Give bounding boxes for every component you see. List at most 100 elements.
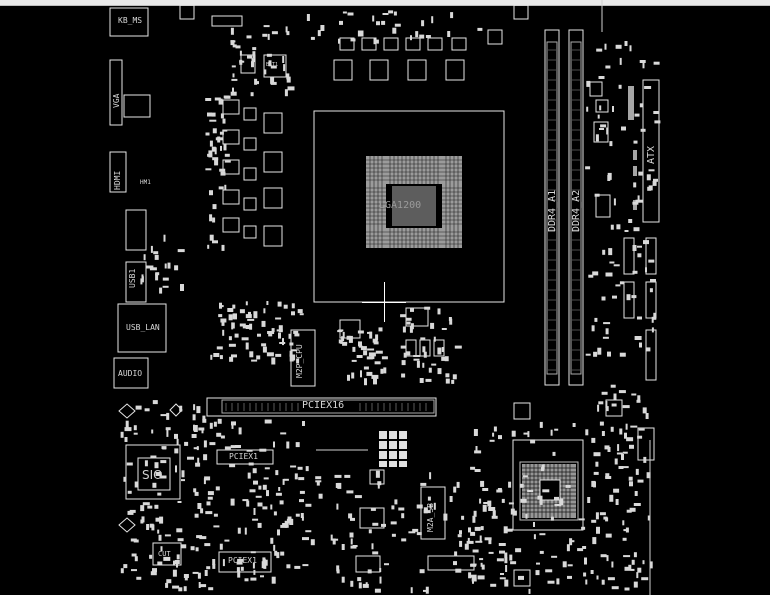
smd-pad [479,498,482,504]
smd-pad [259,448,267,452]
smd-pad [358,341,362,347]
smd-pad [266,490,269,497]
smd-pad [211,112,216,117]
smd-pad [336,569,340,574]
smd-pad [374,361,381,365]
smd-pad [616,224,621,230]
smd-pad [157,529,160,534]
smd-pad [300,513,304,518]
smd-pad [228,336,232,341]
smd-pad [155,517,161,522]
smd-pad [212,204,217,210]
smd-pad [605,476,612,479]
smd-pad [255,495,262,498]
smd-pad [231,78,238,81]
smd-pad [213,513,218,517]
smd-pad [401,513,405,519]
smd-pad [209,422,213,429]
smd-pad [153,251,159,255]
smd-pad [242,325,248,329]
smd-pad [586,106,589,112]
smd-pad [619,428,623,435]
smd-pad [481,564,485,570]
smd-pad [605,401,608,408]
smd-pad [455,568,462,573]
smd-pad [492,511,495,519]
smd-pad [291,303,295,309]
smd-pad [231,65,236,68]
smd-pad [368,352,376,357]
smd-pad [193,425,198,432]
smd-pad [498,435,502,440]
smd-pad [394,23,401,27]
window-top-border [0,0,770,6]
smd-pad [301,516,304,521]
hdmi-label: HDMI [113,170,122,190]
smd-pad [443,513,448,521]
smd-pad [234,333,239,338]
smd-pad [263,477,269,480]
smd-pad [212,217,216,223]
smd-pad [480,480,485,487]
smd-pad [406,321,411,325]
smd-pad [596,526,600,534]
smd-pad [158,534,162,541]
smd-pad [342,342,348,346]
usb-lan-label: USB_LAN [126,323,160,332]
smd-pad [283,304,288,309]
smd-pad [263,25,270,28]
smd-pad [270,65,277,69]
smd-pad [278,332,281,339]
smd-pad [605,272,613,277]
smd-pad [599,512,606,516]
smd-pad [554,496,559,500]
smd-pad [601,431,605,436]
smd-pad [605,473,610,479]
smd-pad [238,427,242,435]
smd-pad [302,537,309,541]
smd-pad [559,498,564,506]
smd-pad [392,27,397,34]
smd-pad [224,539,230,542]
smd-pad [491,515,498,519]
smd-pad [501,498,505,503]
smd-pad [496,558,504,562]
smd-pad [256,355,261,360]
smd-pad [475,446,478,453]
smd-pad [181,479,185,482]
smd-pad [230,27,234,35]
smd-pad [320,25,325,31]
smd-pad [166,579,172,584]
smd-pad [207,496,213,500]
smd-pad [527,490,534,492]
smd-pad [348,513,353,519]
smd-pad [375,334,379,341]
smd-pad [247,318,255,321]
socket-label: LGA1200 [379,200,422,211]
smd-pad [177,538,184,542]
smd-pad [287,516,292,524]
smd-pad [207,244,210,249]
smd-pad [551,555,558,558]
smd-pad [296,358,300,364]
smd-pad [619,57,622,65]
smd-pad [219,168,226,172]
smd-pad [338,339,343,344]
smd-pad [369,331,373,339]
smd-pad [604,445,610,450]
smd-pad [468,527,471,533]
smd-pad [437,368,442,375]
smd-pad [149,554,153,559]
smd-pad [653,111,660,114]
smd-pad [622,405,630,409]
smd-pad [379,576,382,584]
atx-connector [642,79,660,223]
smd-pad [365,582,368,588]
smd-pad [508,481,512,488]
smd-pad [124,427,132,432]
smd-pad [196,406,201,414]
kb-ms-label: KB_MS [118,16,143,25]
smd-pad [615,44,622,49]
